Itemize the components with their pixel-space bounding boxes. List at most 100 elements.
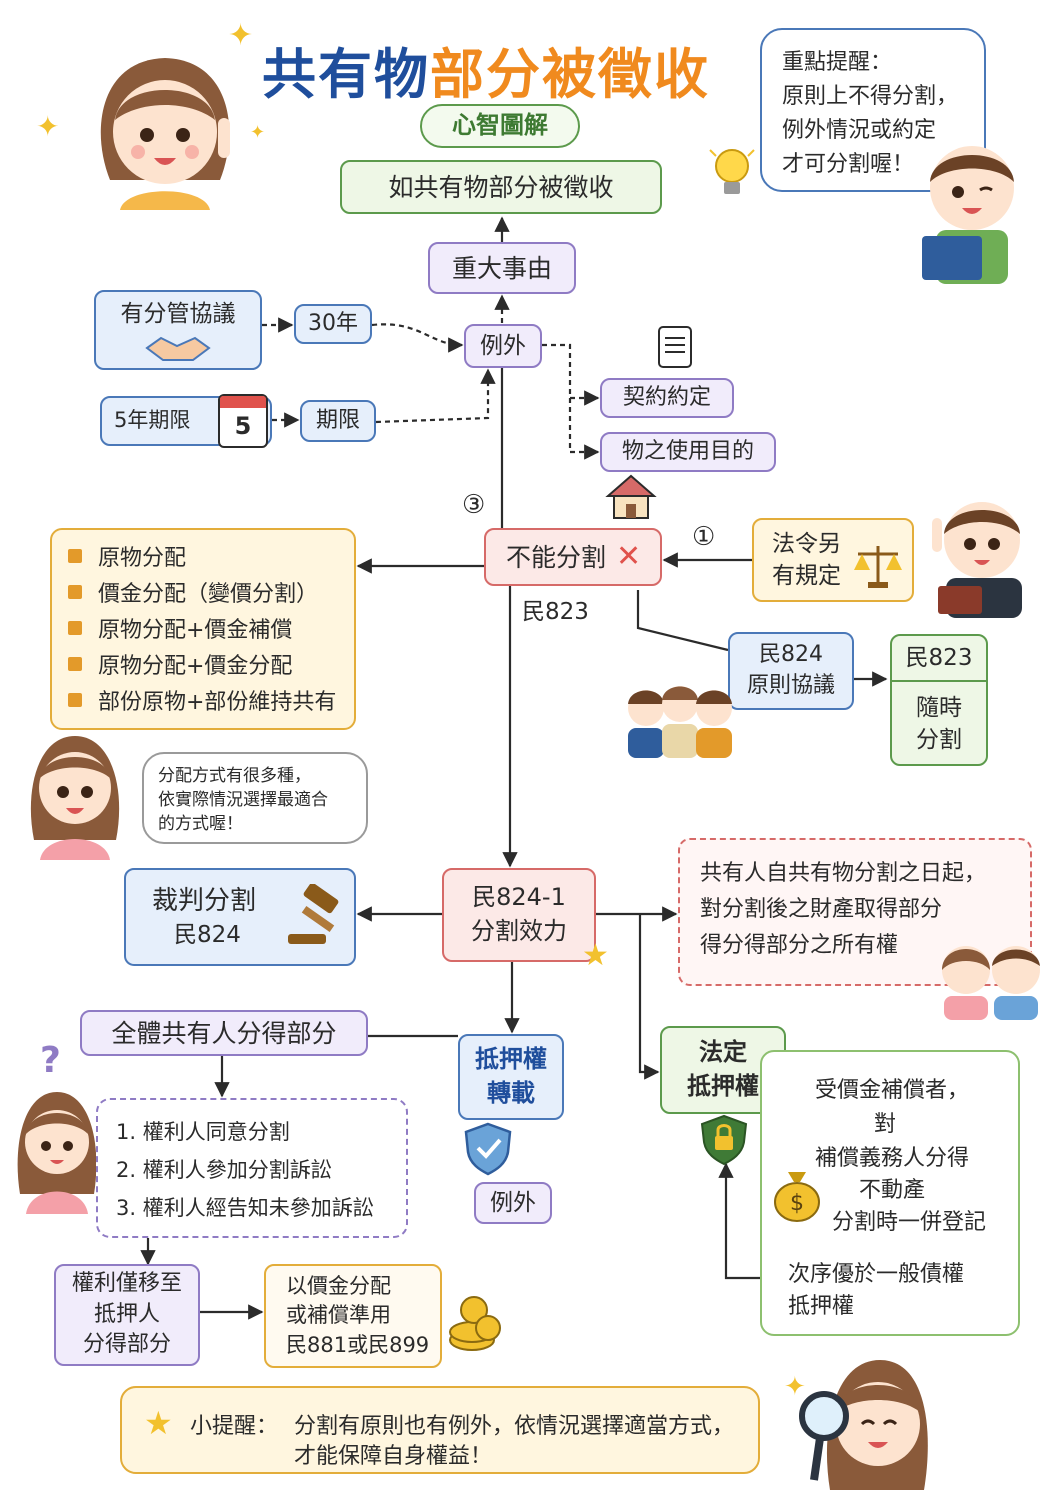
allocation-item: 部份原物+部份維持共有 xyxy=(68,682,338,718)
mgmt-agreement-text: 有分管協議 xyxy=(120,301,236,327)
node-partial-expropriation: 如共有物部分被徵收 xyxy=(340,160,662,214)
node-major-reason: 重大事由 xyxy=(428,242,576,294)
reminder-line: 才可分割喔！ xyxy=(782,152,915,177)
star-icon: ★ xyxy=(582,938,609,973)
allocation-item: 原物分配+價金分配 xyxy=(68,646,338,682)
marker-3: ③ xyxy=(462,490,486,520)
legal-mortgage-detail: 受價金補償者， 對 補償義務人分得 不動產 分割時一併登記 次序優於一般債權 抵… xyxy=(760,1050,1020,1336)
house-icon xyxy=(605,474,657,519)
node-anytime-split: 民823 隨時 分割 xyxy=(890,634,988,766)
node-contract: 契約約定 xyxy=(600,378,734,418)
allocation-methods-box: 原物分配 價金分配（變價分割） 原物分配+價金補償 原物分配+價金分配 部份原物… xyxy=(50,528,356,730)
scales-icon xyxy=(854,546,902,588)
major-reason-text: 重大事由 xyxy=(451,253,552,283)
anytime-line: 分割 xyxy=(916,727,962,754)
girl-happy-icon xyxy=(30,736,120,860)
tip-line: 分割有原則也有例外，依情況選擇適當方式， xyxy=(294,1414,735,1439)
price-split-line: 或補償準用 xyxy=(286,1303,391,1328)
svg-text:$: $ xyxy=(790,1191,804,1216)
conditions-box: 1. 權利人同意分割 2. 權利人參加分割訴訟 3. 權利人經告知未參加訴訟 xyxy=(96,1098,408,1238)
detail-line: 受價金補償者， xyxy=(814,1078,969,1103)
tip-label: 小提醒： xyxy=(190,1414,279,1439)
all-owners-text: 全體共有人分得部分 xyxy=(111,1018,337,1048)
methods-bubble: 分配方式有很多種， 依實際情況選擇最適合 的方式喔！ xyxy=(142,752,368,844)
cannot-split-text: 不能分割 xyxy=(506,542,607,572)
subtitle-text: 心智圖解 xyxy=(452,111,548,140)
allocation-item: 原物分配 xyxy=(68,538,338,574)
cross-icon: ✕ xyxy=(616,539,642,574)
allocation-methods-list: 原物分配 價金分配（變價分割） 原物分配+價金補償 原物分配+價金分配 部份原物… xyxy=(68,538,338,718)
condition-item: 1. 權利人同意分割 xyxy=(116,1120,290,1144)
node-court-split: 裁判分割 民824 xyxy=(124,868,356,966)
node-rights-move: 權利僅移至 抵押人 分得部分 xyxy=(54,1264,200,1366)
years30-text: 30年 xyxy=(308,310,358,336)
children-pair-icon xyxy=(942,946,1040,1020)
allocation-item: 價金分配（變價分割） xyxy=(68,574,338,610)
node-period: 期限 xyxy=(300,400,376,442)
girl-pointing-icon xyxy=(100,58,230,210)
rights-move-line: 抵押人 xyxy=(93,1301,160,1327)
node-mortgage-transfer: 抵押權 轉載 xyxy=(458,1034,564,1120)
girl-magnifier-icon xyxy=(799,1360,928,1490)
mortgage-transfer-line: 轉載 xyxy=(487,1079,535,1107)
principle-code: 民824 xyxy=(759,642,823,668)
detail-line: 不動產 xyxy=(858,1178,925,1203)
marker-1: ① xyxy=(692,522,716,552)
node-30-years: 30年 xyxy=(294,304,372,344)
legal-mortgage-line: 法定 xyxy=(699,1038,747,1067)
tip-line: 才能保障自身權益！ xyxy=(294,1444,493,1469)
reminder-line: 原則上不得分割， xyxy=(782,84,959,109)
node-split-effect: 民824-1 分割效力 xyxy=(442,868,596,962)
allocation-item: 原物分配+價金補償 xyxy=(68,610,338,646)
bubble-line: 依實際情況選擇最適合 xyxy=(158,790,328,810)
lawyer-boy-icon xyxy=(932,502,1022,618)
limit5-text: 5年期限 xyxy=(114,408,191,433)
title-part2: 部分被徵收 xyxy=(430,43,710,106)
sparkle-icon: ✦ xyxy=(784,1372,806,1402)
node-price-split: 以價金分配 或補償準用 民881或民899 xyxy=(264,1264,442,1368)
detail-line: 分割時一併登記 xyxy=(832,1210,987,1235)
shield-check-icon xyxy=(464,1122,512,1176)
reminder-line: 重點提醒： xyxy=(782,50,893,75)
node-exception-b: 例外 xyxy=(474,1182,552,1224)
anytime-line: 隨時 xyxy=(916,695,962,722)
gavel-icon xyxy=(288,884,339,944)
law-other-line: 有規定 xyxy=(772,563,841,589)
exception-text: 例外 xyxy=(480,332,526,359)
principle-text: 原則協議 xyxy=(746,673,835,698)
shield-lock-icon xyxy=(700,1114,748,1166)
group-discussion-icon xyxy=(628,686,732,758)
sparkle-icon: ✦ xyxy=(228,18,254,53)
price-split-line: 以價金分配 xyxy=(286,1273,391,1298)
effect-code: 民824-1 xyxy=(472,883,566,912)
effect-label: 分割效力 xyxy=(471,917,567,945)
node-exception: 例外 xyxy=(464,324,542,368)
main-title: 共有物部分被徵收 xyxy=(262,30,710,109)
exception-b-text: 例外 xyxy=(490,1189,536,1216)
effect-note-line: 得分得部分之所有權 xyxy=(700,933,899,958)
conditions-list: 1. 權利人同意分割 2. 權利人參加分割訴訟 3. 權利人經告知未參加訴訟 xyxy=(116,1112,388,1226)
bubble-line: 分配方式有很多種， xyxy=(158,766,311,786)
node-top-text: 如共有物部分被徵收 xyxy=(388,172,614,202)
civil-823-label: 民823 xyxy=(522,599,589,625)
handshake-icon xyxy=(145,337,211,362)
node-use-purpose: 物之使用目的 xyxy=(600,432,776,472)
use-purpose-text: 物之使用目的 xyxy=(621,438,754,464)
document-icon xyxy=(658,326,692,368)
anytime-code: 民823 xyxy=(892,636,986,683)
boy-reading-icon xyxy=(922,146,1014,284)
law-other-line: 法令另 xyxy=(772,530,841,557)
calendar-icon: 5 xyxy=(218,394,268,448)
coins-icon xyxy=(449,1296,501,1351)
court-split-text: 裁判分割 xyxy=(152,885,257,916)
calendar-number: 5 xyxy=(234,412,252,440)
bottom-tip-box: ★ 小提醒： 分割有原則也有例外，依情況選擇適當方式， 才能保障自身權益！ xyxy=(120,1386,760,1474)
detail-line: 次序優於一般債權 xyxy=(788,1262,965,1287)
bubble-line: 的方式喔！ xyxy=(158,814,243,834)
question-mark-icon: ? xyxy=(40,1040,61,1081)
tip-star-icon: ★ xyxy=(144,1404,173,1442)
node-all-owners: 全體共有人分得部分 xyxy=(80,1010,368,1056)
detail-line: 對 xyxy=(874,1112,897,1137)
node-cannot-split: 不能分割 ✕ xyxy=(484,528,662,586)
detail-line: 抵押權 xyxy=(788,1294,855,1319)
